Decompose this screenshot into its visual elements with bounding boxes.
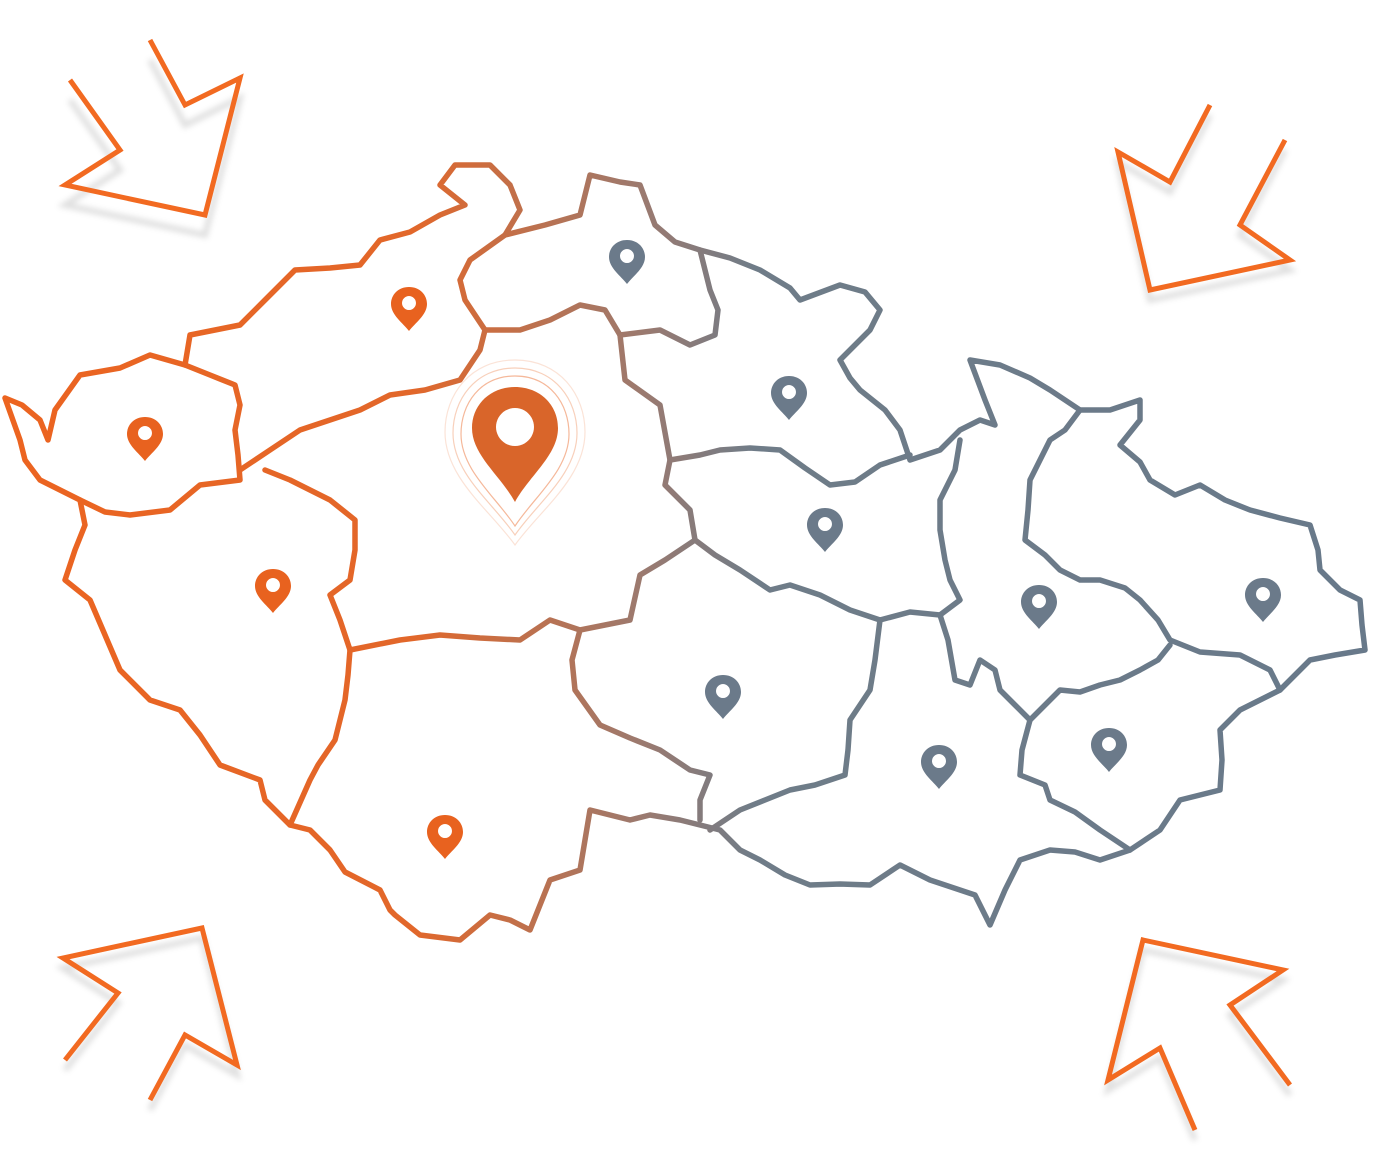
- map-pin-icon-pardubice[interactable]: [807, 508, 843, 552]
- highlighted-pin-central-bohemia[interactable]: [444, 359, 586, 547]
- map-pin-icon-zlin[interactable]: [1091, 728, 1127, 772]
- map-pin-icon-hradec-kralove[interactable]: [771, 376, 807, 420]
- pin-pulse-rings: [444, 359, 586, 547]
- border-hradec: [667, 445, 913, 488]
- border-south-moravia: [937, 612, 1133, 853]
- corner-arrow-icon-top-left: [57, 38, 245, 239]
- border-central-bohemia: [262, 332, 698, 653]
- corner-arrow-icon-bottom-right: [1103, 937, 1293, 1142]
- map-pin-icon-south-moravia[interactable]: [921, 745, 957, 789]
- corner-arrow-icon-bottom-left: [55, 925, 242, 1112]
- map-pin-icon-main: [472, 387, 558, 502]
- map-pin-icon-plzen[interactable]: [255, 569, 291, 613]
- map-pin-icon-south-bohemia[interactable]: [427, 815, 463, 859]
- map-pin-icon-liberec[interactable]: [609, 240, 645, 284]
- map-pin-icon-vysocina[interactable]: [705, 675, 741, 719]
- border-vysocina: [569, 627, 713, 823]
- border-vysocina-south-moravia: [707, 617, 883, 833]
- map-pin-icon-karlovy-vary[interactable]: [127, 417, 163, 461]
- border-pardubice: [692, 437, 963, 623]
- border-liberec: [482, 247, 721, 348]
- border-olomouc-zlin: [1027, 642, 1173, 723]
- border-plzen: [287, 647, 353, 828]
- border-olomouc-moravian-silesian: [1022, 407, 1283, 693]
- border-usti: [237, 232, 508, 473]
- map-pin-icon-usti[interactable]: [391, 287, 427, 331]
- map-pin-icon-olomouc[interactable]: [1021, 585, 1057, 629]
- region-borders: [2, 162, 1368, 943]
- country-outline: [2, 162, 1368, 943]
- map-pin-icon-moravian-silesian[interactable]: [1245, 578, 1281, 622]
- corner-arrow-icon-top-right: [1113, 103, 1298, 304]
